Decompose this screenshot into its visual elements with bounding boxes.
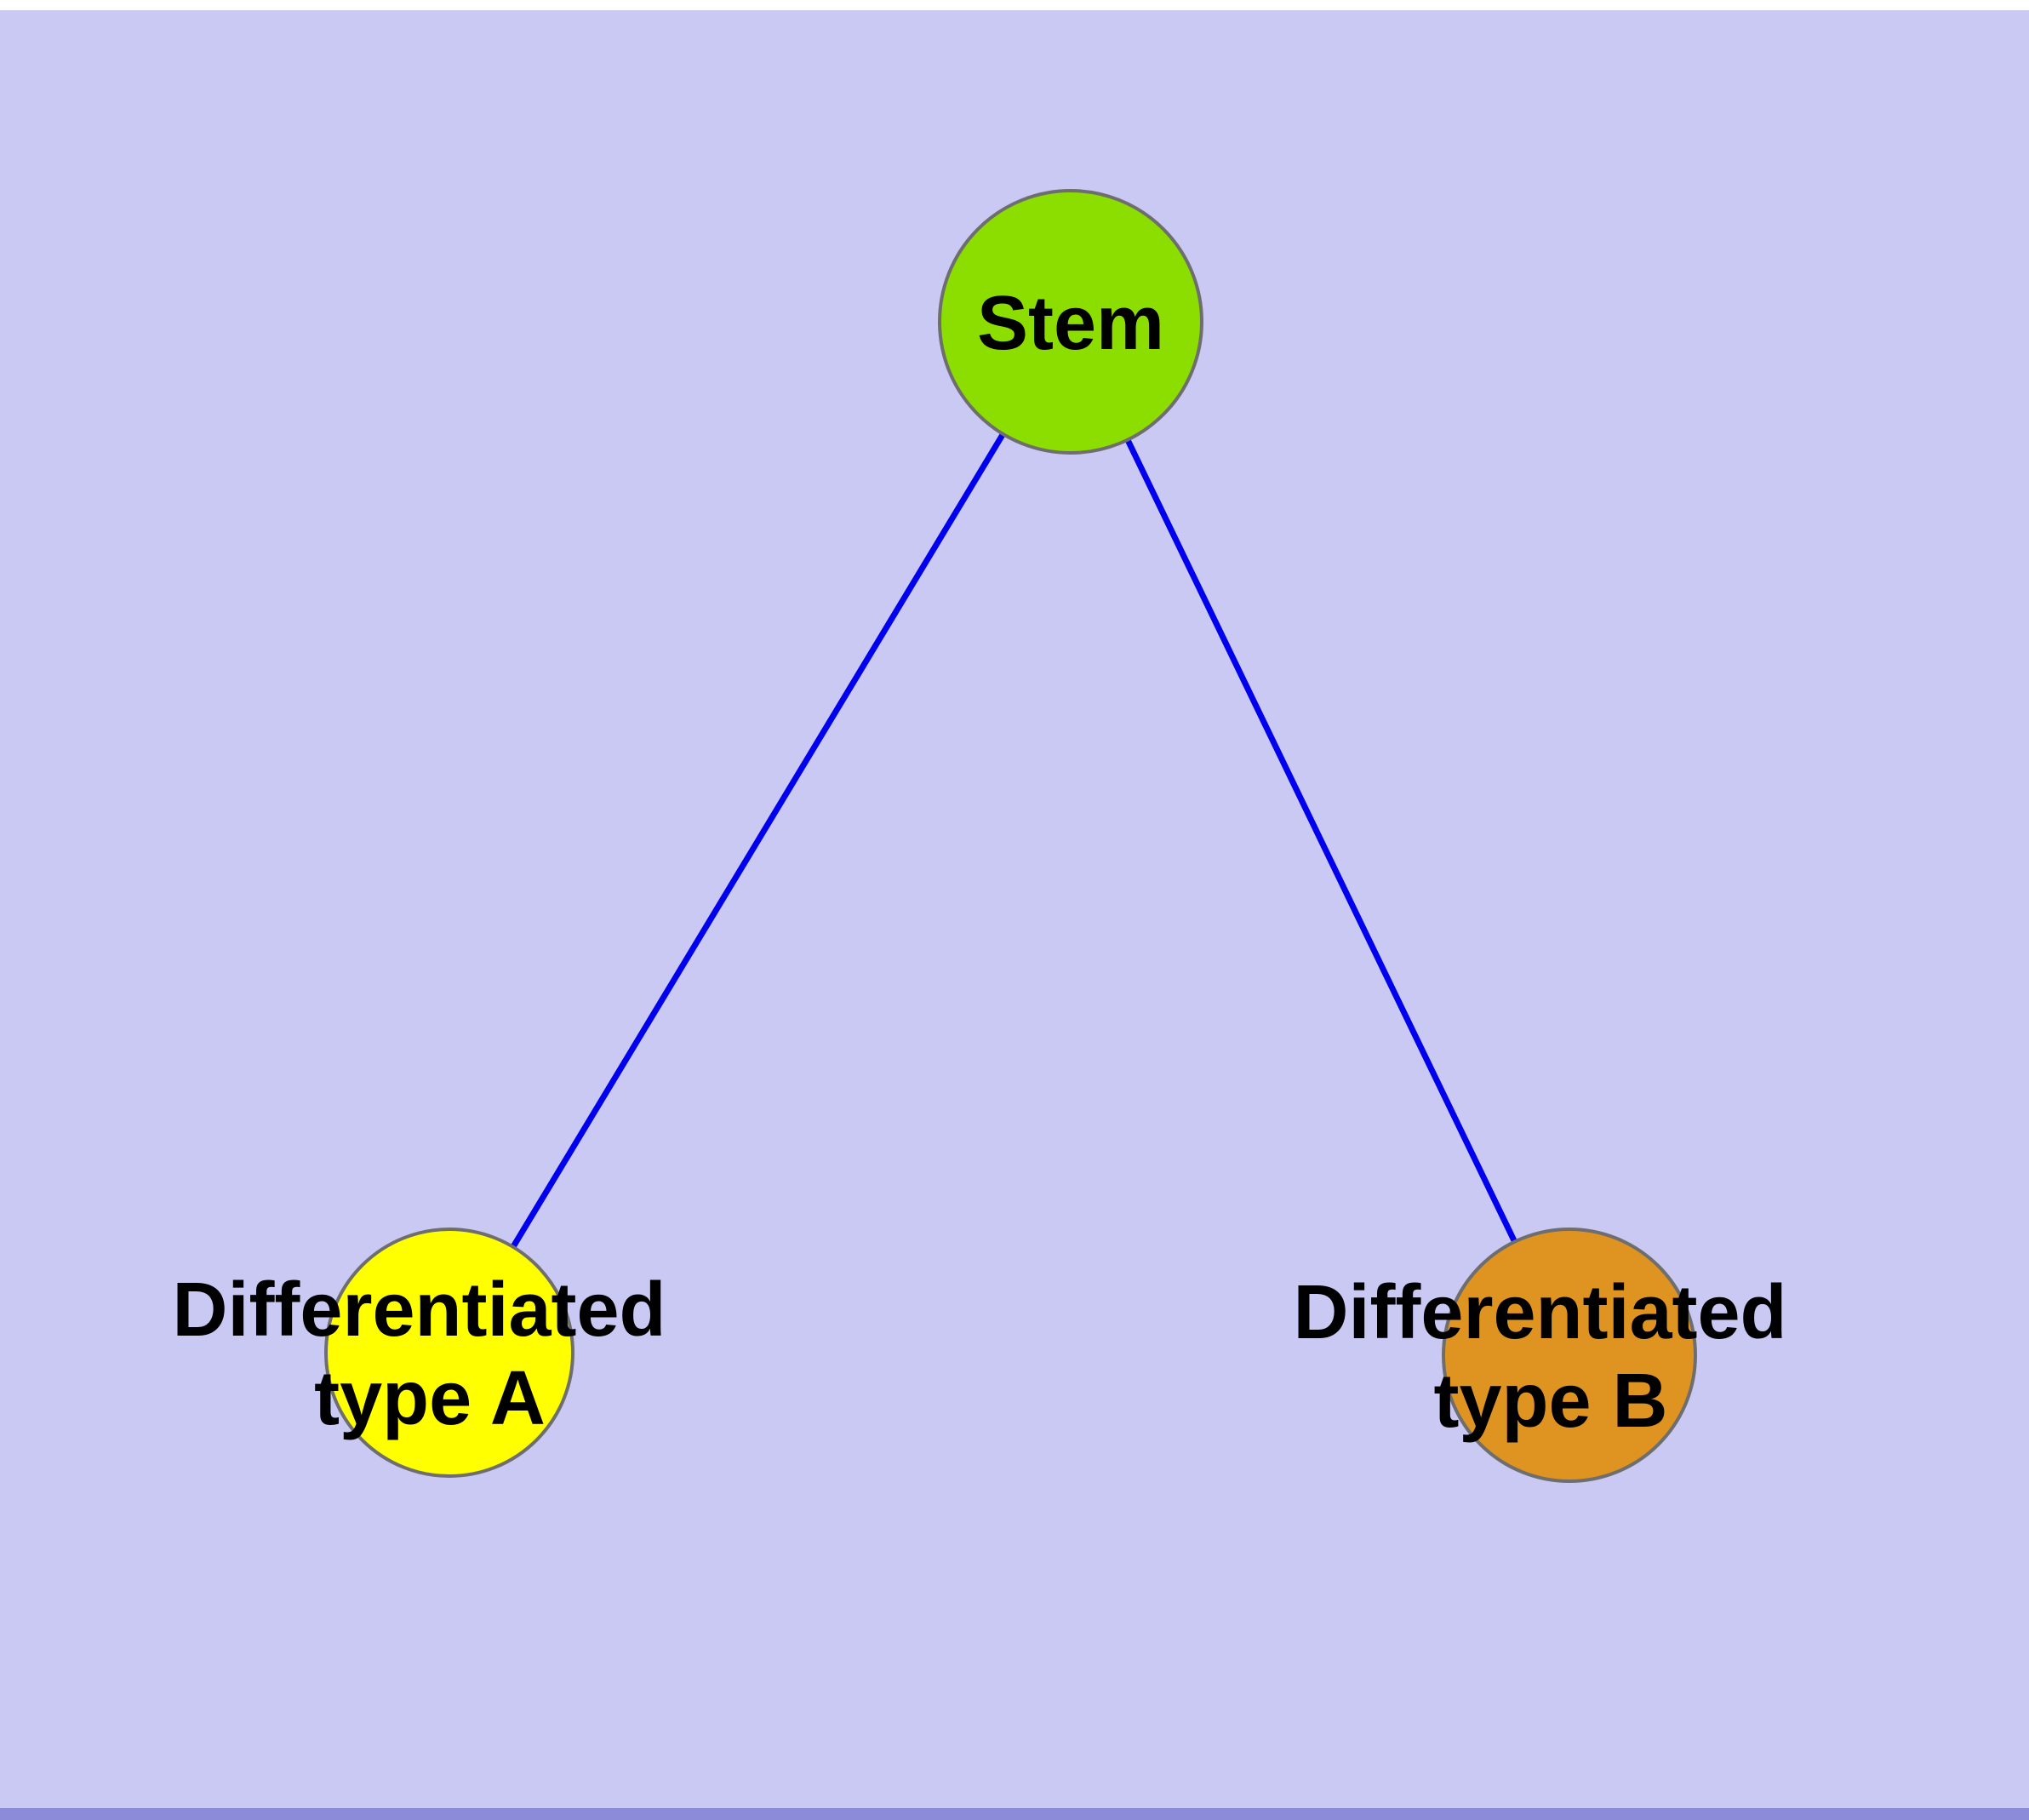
node-label-type-a-line-1: Differentiated <box>172 1268 666 1353</box>
node-label-differentiated-type-a: Differentiated type A <box>172 1268 687 1441</box>
node-label-type-b-line-1: Differentiated <box>1293 1270 1786 1355</box>
node-label-stem: Stem <box>977 281 1164 366</box>
node-label-type-b-line-2: type B <box>1433 1359 1667 1444</box>
bottom-margin-strip <box>0 1808 2029 1820</box>
node-label-differentiated-type-b: Differentiated type B <box>1293 1270 1808 1444</box>
edge-stem-to-type-b <box>1067 320 1573 1357</box>
node-label-type-a-line-2: type A <box>314 1356 546 1441</box>
node-differentiated-type-a <box>324 1228 574 1478</box>
node-label-stem-line-1: Stem <box>977 281 1164 366</box>
top-margin-strip <box>0 0 2029 10</box>
node-stem <box>938 189 1203 455</box>
edge-stem-to-type-a <box>447 320 1073 1354</box>
node-differentiated-type-b <box>1442 1228 1697 1483</box>
